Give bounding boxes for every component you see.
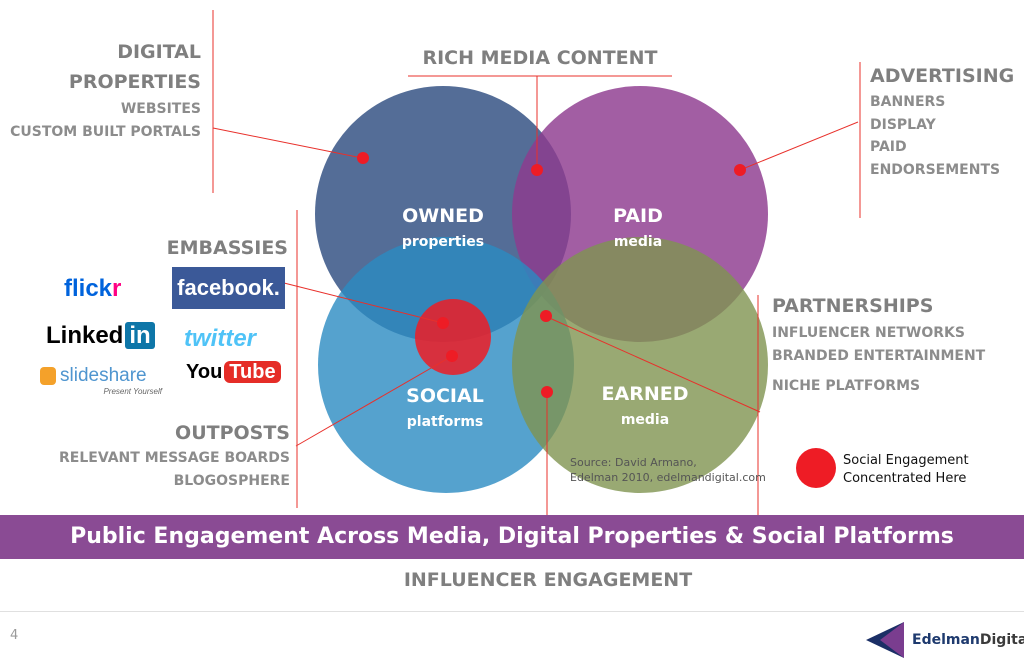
rich-media-heading: RICH MEDIA CONTENT xyxy=(422,47,658,69)
slideshare-icon xyxy=(40,367,56,385)
advertising-list: BANNERS DISPLAY PAID ENDORSEMENTS xyxy=(870,91,1000,181)
influencer-engagement-heading: INFLUENCER ENGAGEMENT xyxy=(403,569,693,591)
source-note: Source: David Armano, Edelman 2010, edel… xyxy=(570,455,766,485)
digital-properties-heading-line1: DIGITAL xyxy=(117,41,201,63)
legend-line2: Concentrated Here xyxy=(843,471,967,486)
digital-properties-list: WEBSITES CUSTOM BUILT PORTALS xyxy=(0,98,201,143)
advertising-item: ENDORSEMENTS xyxy=(870,161,1001,178)
legend-line1: Social Engagement xyxy=(843,453,969,468)
digital-properties-item: WEBSITES xyxy=(120,101,201,117)
edelman-brand-b: Digital xyxy=(979,632,1024,648)
outposts-list: RELEVANT MESSAGE BOARDS BLOGOSPHERE xyxy=(20,447,290,492)
digital-properties-heading: DIGITAL PROPERTIES xyxy=(40,40,201,94)
slideshare-logo-name: slideshare xyxy=(60,365,147,386)
advertising-item: BANNERS xyxy=(870,94,946,110)
social-sub: platforms xyxy=(406,414,484,430)
edelman-logo-mark xyxy=(866,622,904,658)
edelman-digital-logo: EdelmanDigital xyxy=(912,632,1024,648)
dot-outposts xyxy=(446,350,458,362)
owned-label: OWNED properties xyxy=(363,204,523,252)
embassies-heading: EMBASSIES xyxy=(166,237,288,259)
footer-divider xyxy=(0,611,1024,612)
social-title: SOCIAL xyxy=(406,385,484,407)
connector-partnerships xyxy=(544,315,761,413)
connector-digital-properties xyxy=(212,127,363,159)
partnerships-item: BRANDED ENTERTAINMENT xyxy=(772,347,986,364)
dot-owned xyxy=(357,152,369,164)
paid-title: PAID xyxy=(613,205,663,227)
slideshare-logo-tag: Present Yourself xyxy=(103,387,162,396)
dot-embassies xyxy=(437,317,449,329)
partnerships-item: INFLUENCER NETWORKS xyxy=(772,325,965,341)
source-line1: Source: David Armano, xyxy=(570,456,697,469)
legend-label: Social Engagement Concentrated Here xyxy=(843,452,969,488)
page-number: 4 xyxy=(10,628,19,643)
facebook-logo: facebook. xyxy=(172,267,285,309)
partnerships-heading: PARTNERSHIPS xyxy=(772,295,934,317)
advertising-heading: ADVERTISING xyxy=(870,65,1015,87)
outposts-heading: OUTPOSTS xyxy=(175,422,290,444)
outposts-item: RELEVANT MESSAGE BOARDS xyxy=(59,450,290,466)
paid-sub: media xyxy=(613,234,663,250)
advertising-item: PAID xyxy=(870,139,907,155)
edelman-brand-a: Edelman xyxy=(912,632,980,648)
banner: Public Engagement Across Media, Digital … xyxy=(0,515,1024,559)
flickr-logo: flickr xyxy=(64,275,121,303)
digital-properties-heading-line2: PROPERTIES xyxy=(68,71,201,93)
earned-title: EARNED xyxy=(601,383,689,405)
connector-advertising xyxy=(739,121,859,171)
earned-sub: media xyxy=(620,412,670,428)
digital-properties-item: CUSTOM BUILT PORTALS xyxy=(10,123,201,140)
social-label: SOCIAL platforms xyxy=(365,384,525,432)
legend-dot xyxy=(796,448,836,488)
slideshare-logo: slideshare Present Yourself xyxy=(40,365,162,396)
engagement-concentration-circle xyxy=(415,299,491,375)
paid-label: PAID media xyxy=(558,204,718,252)
advertising-item: DISPLAY xyxy=(870,116,936,133)
connector-embassies xyxy=(283,282,444,324)
youtube-logo-part-a: You xyxy=(186,361,223,383)
dot-owned-paid xyxy=(531,164,543,176)
connector-outposts xyxy=(295,355,453,447)
flickr-logo-part-b: r xyxy=(112,275,122,302)
dot-partnerships xyxy=(540,310,552,322)
owned-title: OWNED xyxy=(402,205,484,227)
outposts-item: BLOGOSPHERE xyxy=(173,472,290,489)
earned-label: EARNED media xyxy=(565,382,725,430)
earned-circle xyxy=(512,237,768,493)
partnerships-item: NICHE PLATFORMS xyxy=(772,378,921,394)
twitter-logo: twitter xyxy=(184,325,256,352)
youtube-logo-part-b: Tube xyxy=(224,361,281,383)
linkedin-logo-part-b: in xyxy=(125,322,155,349)
source-line2: Edelman 2010, edelmandigital.com xyxy=(570,471,766,484)
owned-sub: properties xyxy=(401,234,485,250)
dot-influencer xyxy=(541,386,553,398)
linkedin-logo-part-a: Linked xyxy=(46,322,124,349)
flickr-logo-part-a: flick xyxy=(64,275,113,302)
partnerships-list: INFLUENCER NETWORKS BRANDED ENTERTAINMEN… xyxy=(772,322,985,398)
dot-paid xyxy=(734,164,746,176)
